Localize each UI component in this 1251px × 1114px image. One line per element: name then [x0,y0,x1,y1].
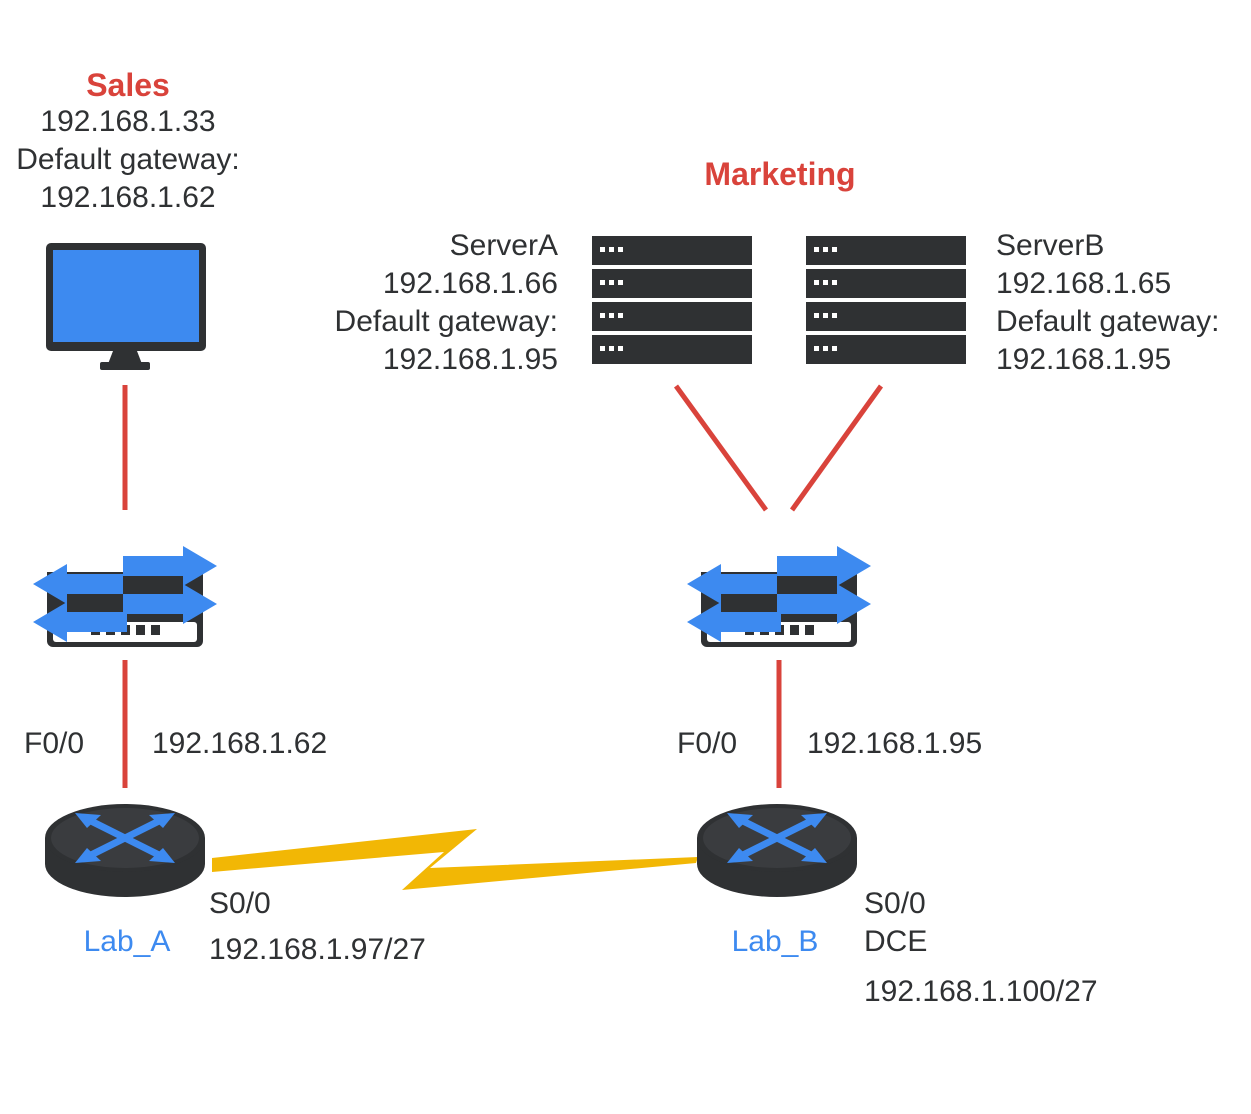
marketing-title: Marketing [704,156,856,192]
ethernet-links [122,384,884,788]
lab-b-name: Lab_B [731,925,819,958]
server-b-gateway: 192.168.1.95 [996,343,1172,376]
lab-a-s-interface: S0/0 [209,887,271,920]
router-b-icon [697,804,857,897]
server-a-name: ServerA [449,229,558,262]
link-serverb-switch-b [789,384,884,512]
link-servera-switch-b [673,384,769,512]
router-a-icon [45,804,205,897]
sales-title: Sales [86,67,170,103]
lab-b-s-role: DCE [864,925,928,958]
lab-b-f-ip: 192.168.1.95 [807,727,983,760]
serial-link-lightning [212,829,698,890]
sales-ip: 192.168.1.33 [40,105,216,138]
server-a-icon [592,236,752,364]
monitor-icon [46,243,206,370]
server-b-name: ServerB [996,229,1105,262]
switch-b-icon [687,546,871,647]
lab-b-f-interface: F0/0 [677,727,738,760]
lab-a-s-ip: 192.168.1.97/27 [209,933,426,966]
lab-b-s-ip: 192.168.1.100/27 [864,975,1098,1008]
sales-gateway-label: Default gateway: [16,143,240,176]
server-a-gateway: 192.168.1.95 [382,343,558,376]
lab-a-f-interface: F0/0 [24,727,85,760]
lab-b-s-interface: S0/0 [864,887,926,920]
server-b-icon [806,236,966,364]
sales-gateway: 192.168.1.62 [40,181,216,214]
server-b-gateway-label: Default gateway: [996,305,1220,338]
server-b-ip: 192.168.1.65 [996,267,1172,300]
server-a-ip: 192.168.1.66 [382,267,558,300]
lab-a-f-ip: 192.168.1.62 [152,727,328,760]
server-a-gateway-label: Default gateway: [334,305,558,338]
lab-a-name: Lab_A [83,925,171,958]
switch-a-icon [33,546,217,647]
